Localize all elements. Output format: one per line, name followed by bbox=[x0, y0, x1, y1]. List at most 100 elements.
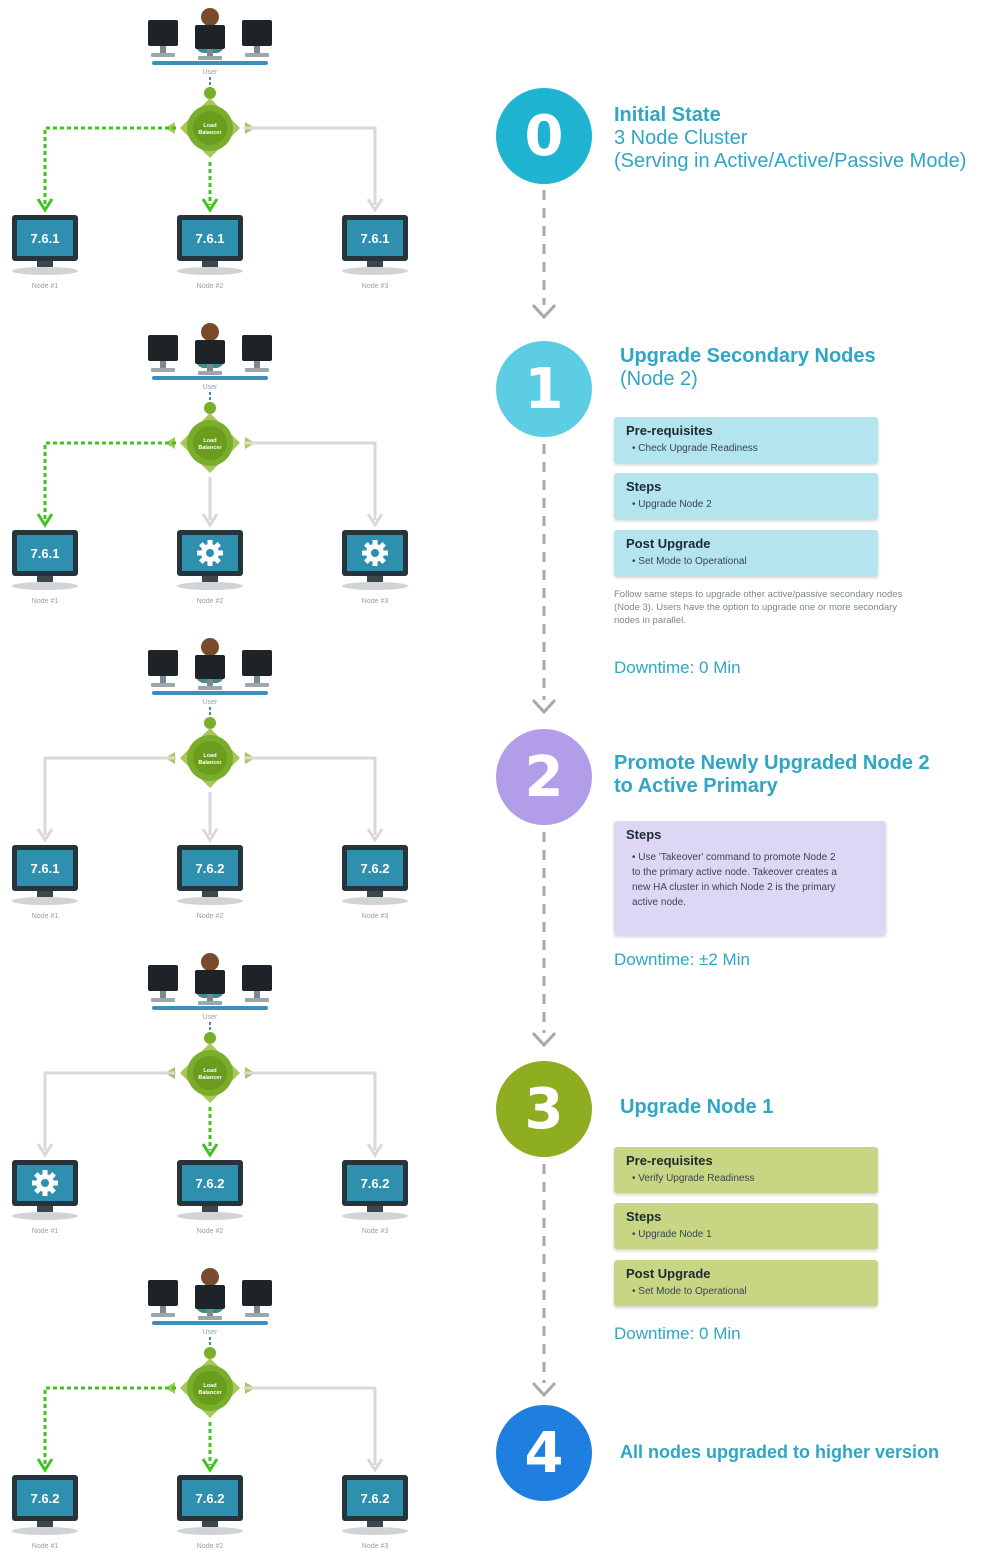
node-screen bbox=[17, 1480, 73, 1516]
gear-icon bbox=[32, 1170, 58, 1196]
user-monitor-left bbox=[148, 20, 178, 57]
route-arrow-2 bbox=[201, 1107, 219, 1158]
step-0-badge: 0 bbox=[496, 88, 592, 184]
node-label: Node #3 bbox=[362, 598, 389, 605]
step-3-prereq-box: Pre-requisites • Verify Upgrade Readines… bbox=[614, 1147, 878, 1193]
lb-label: Load bbox=[203, 438, 216, 444]
link-dot bbox=[204, 1032, 216, 1044]
node-base bbox=[12, 897, 78, 905]
box-body: • Check Upgrade Readiness bbox=[632, 443, 758, 454]
user-label: User bbox=[203, 1014, 218, 1021]
node-version: 7.6.2 bbox=[361, 861, 390, 876]
lb-label: Balancer bbox=[198, 130, 222, 136]
box-body: • Use 'Takeover' command to promote Node… bbox=[632, 852, 837, 908]
box-heading: Pre-requisites bbox=[626, 423, 713, 438]
step-3-heading: Upgrade Node 1 bbox=[620, 1096, 774, 1118]
node-base bbox=[342, 897, 408, 905]
user-desk bbox=[152, 1006, 268, 1010]
box-heading: Post Upgrade bbox=[626, 536, 711, 551]
node-screen bbox=[347, 1480, 403, 1516]
node-base bbox=[177, 267, 243, 275]
box-heading: Pre-requisites bbox=[626, 1153, 713, 1168]
user-workstation: User bbox=[148, 1268, 272, 1336]
node-screen bbox=[182, 1165, 238, 1201]
node-screen bbox=[347, 1165, 403, 1201]
node-version: 7.6.2 bbox=[196, 1491, 225, 1506]
server-node-3: Node #3 bbox=[342, 530, 408, 605]
node-screen bbox=[182, 220, 238, 256]
node-version: 7.6.1 bbox=[31, 861, 60, 876]
user-monitor-center bbox=[195, 340, 225, 375]
step-1-post-box: Post Upgrade • Set Mode to Operational bbox=[614, 530, 878, 576]
node-version: 7.6.1 bbox=[31, 546, 60, 561]
node-version: 7.6.1 bbox=[31, 231, 60, 246]
lb-label: Load bbox=[203, 1068, 216, 1074]
node-label: Node #2 bbox=[197, 598, 224, 605]
user-workstation: User bbox=[148, 953, 272, 1021]
user-monitor-left bbox=[148, 1280, 178, 1317]
node-label: Node #3 bbox=[362, 913, 389, 920]
route-arrow-3 bbox=[244, 1386, 384, 1473]
step-1-steps-box: Steps • Upgrade Node 2 bbox=[614, 473, 878, 519]
user-head bbox=[201, 1268, 219, 1286]
box-body: • Verify Upgrade Readiness bbox=[632, 1173, 755, 1184]
step-2-steps-box: Steps • Use 'Takeover' command to promot… bbox=[614, 821, 886, 935]
node-screen bbox=[17, 535, 73, 571]
step-2-downtime: Downtime: ±2 Min bbox=[614, 950, 750, 969]
node-version: 7.6.1 bbox=[196, 231, 225, 246]
node-version: 7.6.2 bbox=[31, 1491, 60, 1506]
box-heading: Steps bbox=[626, 479, 662, 494]
node-base bbox=[12, 582, 78, 590]
node-screen bbox=[17, 220, 73, 256]
box-heading: Steps bbox=[626, 1209, 662, 1224]
link-dot bbox=[204, 402, 216, 414]
user-label: User bbox=[203, 1329, 218, 1336]
node-label: Node #3 bbox=[362, 1543, 389, 1550]
box-body: • Upgrade Node 1 bbox=[632, 1229, 712, 1240]
route-arrow-2 bbox=[201, 477, 219, 528]
lb-label: Balancer bbox=[198, 445, 222, 451]
step-4-title: All nodes upgraded to higher version bbox=[620, 1442, 940, 1462]
link-dot bbox=[204, 87, 216, 99]
step-2-title: Promote Newly Upgraded Node 2 to Active … bbox=[614, 752, 930, 798]
lb-label: Balancer bbox=[198, 1075, 222, 1081]
user-workstation: User bbox=[148, 323, 272, 391]
gear-icon bbox=[362, 540, 388, 566]
user-label: User bbox=[203, 384, 218, 391]
user-monitor-center bbox=[195, 1285, 225, 1320]
node-label: Node #3 bbox=[362, 283, 389, 290]
node-base bbox=[177, 582, 243, 590]
user-monitor-left bbox=[148, 335, 178, 372]
step-1-title: Upgrade Secondary Nodes (Node 2) bbox=[620, 345, 876, 391]
route-arrow-3 bbox=[244, 756, 384, 843]
step-0-heading: Initial State bbox=[614, 104, 721, 126]
user-desk bbox=[152, 691, 268, 695]
node-version: 7.6.2 bbox=[361, 1176, 390, 1191]
lb-label: Balancer bbox=[198, 1390, 222, 1396]
node-version: 7.6.2 bbox=[196, 1176, 225, 1191]
node-label: Node #1 bbox=[32, 1543, 59, 1550]
node-label: Node #1 bbox=[32, 913, 59, 920]
user-monitor-right bbox=[242, 650, 272, 687]
user-monitor-center bbox=[195, 970, 225, 1005]
route-arrow-3 bbox=[244, 126, 384, 213]
user-desk bbox=[152, 61, 268, 65]
user-head bbox=[201, 323, 219, 341]
step-2-subtitle: to Active Primary bbox=[614, 775, 778, 797]
route-arrow-1 bbox=[36, 1071, 176, 1158]
user-head bbox=[201, 953, 219, 971]
step-1-badge: 1 bbox=[496, 341, 592, 437]
user-monitor-right bbox=[242, 965, 272, 1002]
step-1-subtitle: (Node 2) bbox=[620, 368, 698, 390]
